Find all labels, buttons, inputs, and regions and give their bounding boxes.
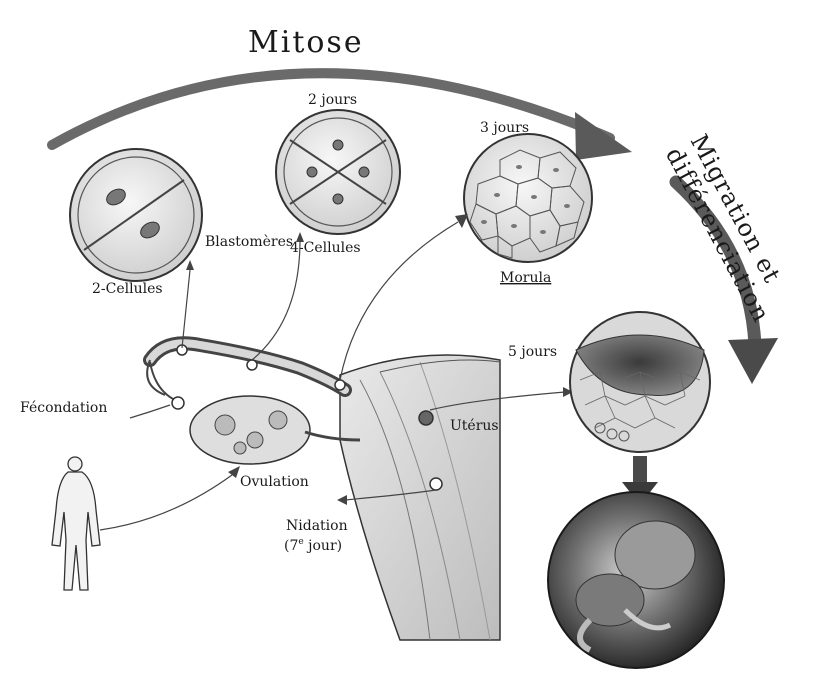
four-cell-embryo bbox=[276, 110, 400, 234]
label-5-jours: 5 jours bbox=[508, 344, 557, 360]
label-blastomeres: Blastomères bbox=[205, 234, 293, 250]
fetus-illustration bbox=[548, 492, 724, 668]
label-morula: Morula bbox=[500, 270, 551, 286]
migration-title: Migration et différenciation bbox=[660, 130, 800, 327]
label-fecondation: Fécondation bbox=[20, 400, 107, 416]
label-nidation-prefix: (7 bbox=[284, 538, 298, 554]
label-nidation-suffix: jour) bbox=[304, 538, 342, 554]
mitose-title: Mitose bbox=[248, 25, 364, 60]
uterus-illustration bbox=[147, 343, 500, 640]
label-nidation-day: (7e jour) bbox=[284, 537, 342, 554]
morula bbox=[464, 134, 592, 262]
label-uterus: Utérus bbox=[450, 418, 499, 434]
label-2-cellules: 2-Cellules bbox=[92, 281, 163, 297]
human-figure bbox=[52, 457, 100, 590]
label-ovulation: Ovulation bbox=[240, 474, 309, 490]
label-2-jours: 2 jours bbox=[308, 92, 357, 108]
blastocyst bbox=[570, 312, 710, 452]
two-cell-embryo bbox=[70, 149, 202, 281]
label-nidation: Nidation bbox=[286, 518, 348, 534]
